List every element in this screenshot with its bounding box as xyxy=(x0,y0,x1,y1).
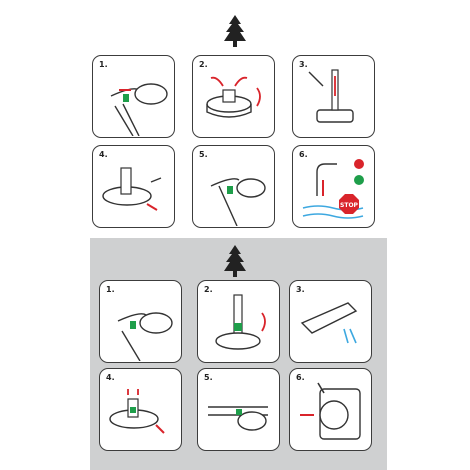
step-card-6: 6. xyxy=(289,368,372,451)
step-number: 5. xyxy=(204,373,213,382)
stop-sign-icon: STOP xyxy=(339,194,359,214)
step-number: 6. xyxy=(299,150,308,159)
step-number: 5. xyxy=(199,150,208,159)
step-card-4: 4. xyxy=(92,145,175,228)
step-number: 2. xyxy=(204,285,213,294)
step-card-6: 6. STOP xyxy=(292,145,375,228)
check-icon xyxy=(354,175,364,185)
water-fill-illustration: STOP xyxy=(302,159,364,219)
step-number: 4. xyxy=(99,150,108,159)
step-number: 6. xyxy=(296,373,305,382)
stand-base-illustration xyxy=(206,76,261,118)
step-card-3: 3. xyxy=(292,55,375,138)
step-number: 1. xyxy=(106,285,115,294)
tree-icon xyxy=(224,15,246,47)
clamp-lock-illustration xyxy=(210,178,266,226)
step-number: 4. xyxy=(106,373,115,382)
stand-base-illustration xyxy=(215,294,266,350)
step-card-5: 5. xyxy=(192,145,275,228)
stand-tighten-illustration xyxy=(102,167,162,211)
step-card-4: 4. xyxy=(99,368,182,451)
trunk-clamp-illustration xyxy=(117,312,173,361)
step-number: 1. xyxy=(99,60,108,69)
step-number: 2. xyxy=(199,60,208,69)
step-card-1: 1. xyxy=(99,280,182,363)
step-number: 3. xyxy=(299,60,308,69)
water-drain-illustration xyxy=(300,302,358,344)
trunk-clamp-illustration xyxy=(110,83,168,136)
step-card-3: 3. xyxy=(289,280,372,363)
cross-icon xyxy=(354,159,364,169)
svg-text:STOP: STOP xyxy=(340,202,359,209)
clamp-release-illustration xyxy=(208,406,268,431)
step-card-5: 5. xyxy=(197,368,280,451)
tree-icon xyxy=(224,245,246,277)
step-card-1: 1. xyxy=(92,55,175,138)
step-card-2: 2. xyxy=(192,55,275,138)
step-card-2: 2. xyxy=(197,280,280,363)
cleaning-illustration xyxy=(300,382,361,440)
step-number: 3. xyxy=(296,285,305,294)
stand-tighten-illustration xyxy=(109,389,165,434)
trunk-insert-illustration xyxy=(308,69,354,123)
